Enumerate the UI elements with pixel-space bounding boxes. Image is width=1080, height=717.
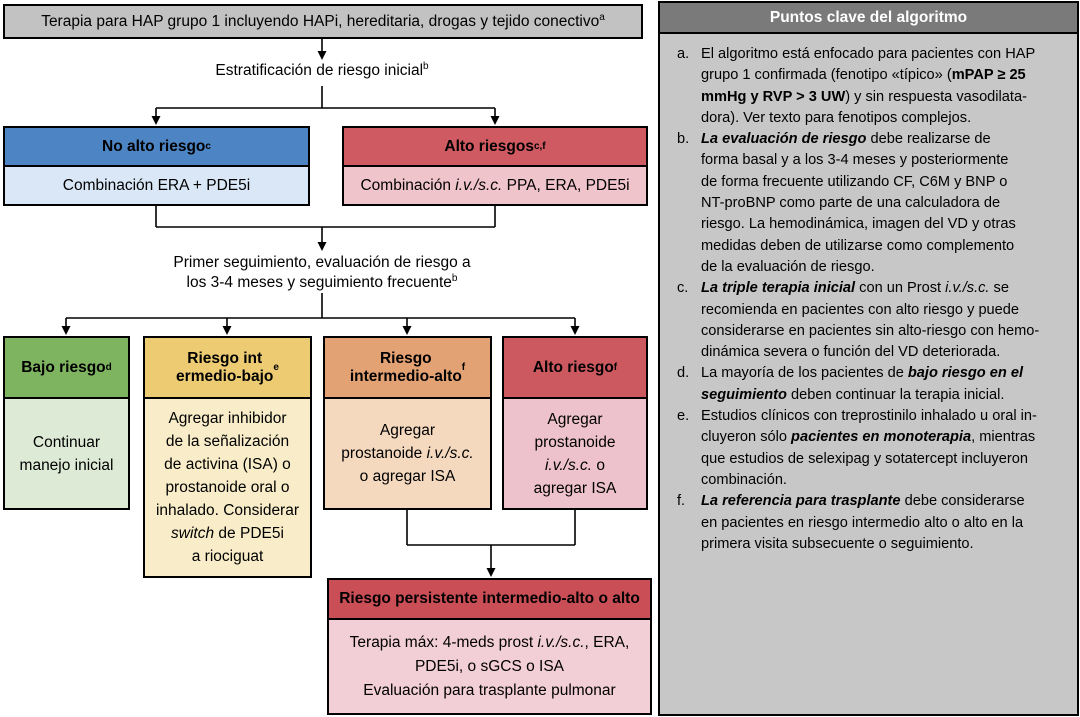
persistent-risk-body: Terapia máx: 4-meds prost i.v./s.c., ERA… xyxy=(329,620,650,713)
key-point-e: e. Estudios clínicos con treprostinilo i… xyxy=(677,406,1065,491)
persistent-risk-box: Riesgo persistente intermedio-alto o alt… xyxy=(327,578,652,715)
key-point-text: La evaluación de riesgo debe realizarse … xyxy=(701,131,1016,275)
key-point-text: La referencia para trasplante debe consi… xyxy=(701,493,1025,552)
key-point-text: La mayoría de los pacientes de bajo ries… xyxy=(701,365,1024,403)
key-point-letter: b. xyxy=(677,131,690,148)
key-point-letter: c. xyxy=(677,280,689,297)
key-point-text: Estudios clínicos con treprostinilo inha… xyxy=(701,408,1037,488)
therapy-group1-box: Terapia para HAP grupo 1 incluyendo HAPi… xyxy=(3,4,643,39)
key-point-d: d. La mayoría de los pacientes de bajo r… xyxy=(677,363,1065,406)
key-point-letter: a. xyxy=(677,46,690,62)
initial-risk-stratification-label: Estratificación de riesgo inicialb xyxy=(215,60,429,79)
key-point-letter: e. xyxy=(677,408,690,425)
followup-assessment-label: Primer seguimiento, evaluación de riesgo… xyxy=(173,254,471,291)
key-point-letter: f. xyxy=(677,493,686,510)
key-point-a: a. El algoritmo está enfocado para pacie… xyxy=(677,44,1065,129)
key-point-f: f. La referencia para trasplante debe co… xyxy=(677,491,1065,555)
persistent-risk-header: Riesgo persistente intermedio-alto o alt… xyxy=(329,580,650,620)
high-risk-initial-body: Combinación i.v./s.c. PPA, ERA, PDE5i xyxy=(344,167,646,204)
key-points-panel: Puntos clave del algoritmo a. El algorit… xyxy=(658,1,1079,716)
key-point-b: b. La evaluación de riesgo debe realizar… xyxy=(677,129,1065,278)
key-point-c: c. La triple terapia inicial con un Pros… xyxy=(677,278,1065,363)
therapy-group1-text: Terapia para HAP grupo 1 incluyendo HAPi… xyxy=(41,11,605,30)
key-point-text: La triple terapia inicial con un Prost i… xyxy=(701,280,1040,361)
key-points-list: a. El algoritmo está enfocado para pacie… xyxy=(660,34,1077,555)
key-point-letter: d. xyxy=(677,365,690,382)
key-points-title: Puntos clave del algoritmo xyxy=(660,3,1077,34)
key-point-text: El algoritmo está enfocado para paciente… xyxy=(701,46,1036,126)
arrowhead-icons xyxy=(61,51,580,577)
flowchart-connectors xyxy=(61,39,580,577)
no-high-risk-body: Combinación ERA + PDE5i xyxy=(5,167,308,204)
